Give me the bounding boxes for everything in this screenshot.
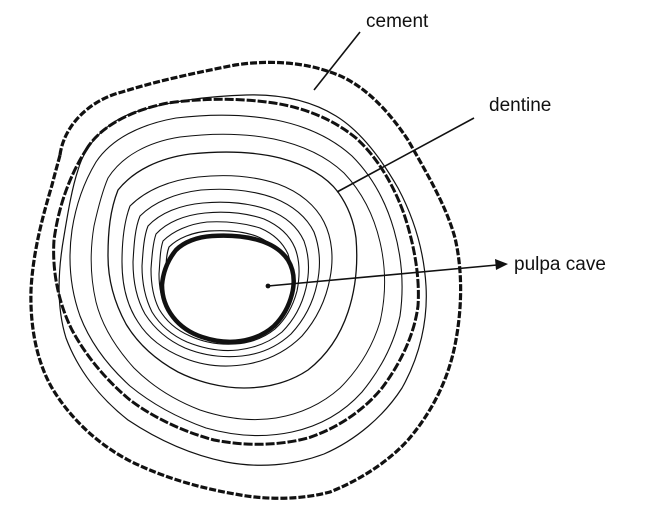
pulpa-cave-leader-line xyxy=(268,265,497,286)
dentine-leader-line xyxy=(337,118,474,192)
cement-label: cement xyxy=(366,11,429,32)
pulpa-cave-label: pulpa cave xyxy=(514,254,606,275)
pulpa-cave-arrowhead xyxy=(495,259,508,270)
pulp-cavity-boundary xyxy=(162,236,294,342)
dentine-label: dentine xyxy=(489,95,551,116)
